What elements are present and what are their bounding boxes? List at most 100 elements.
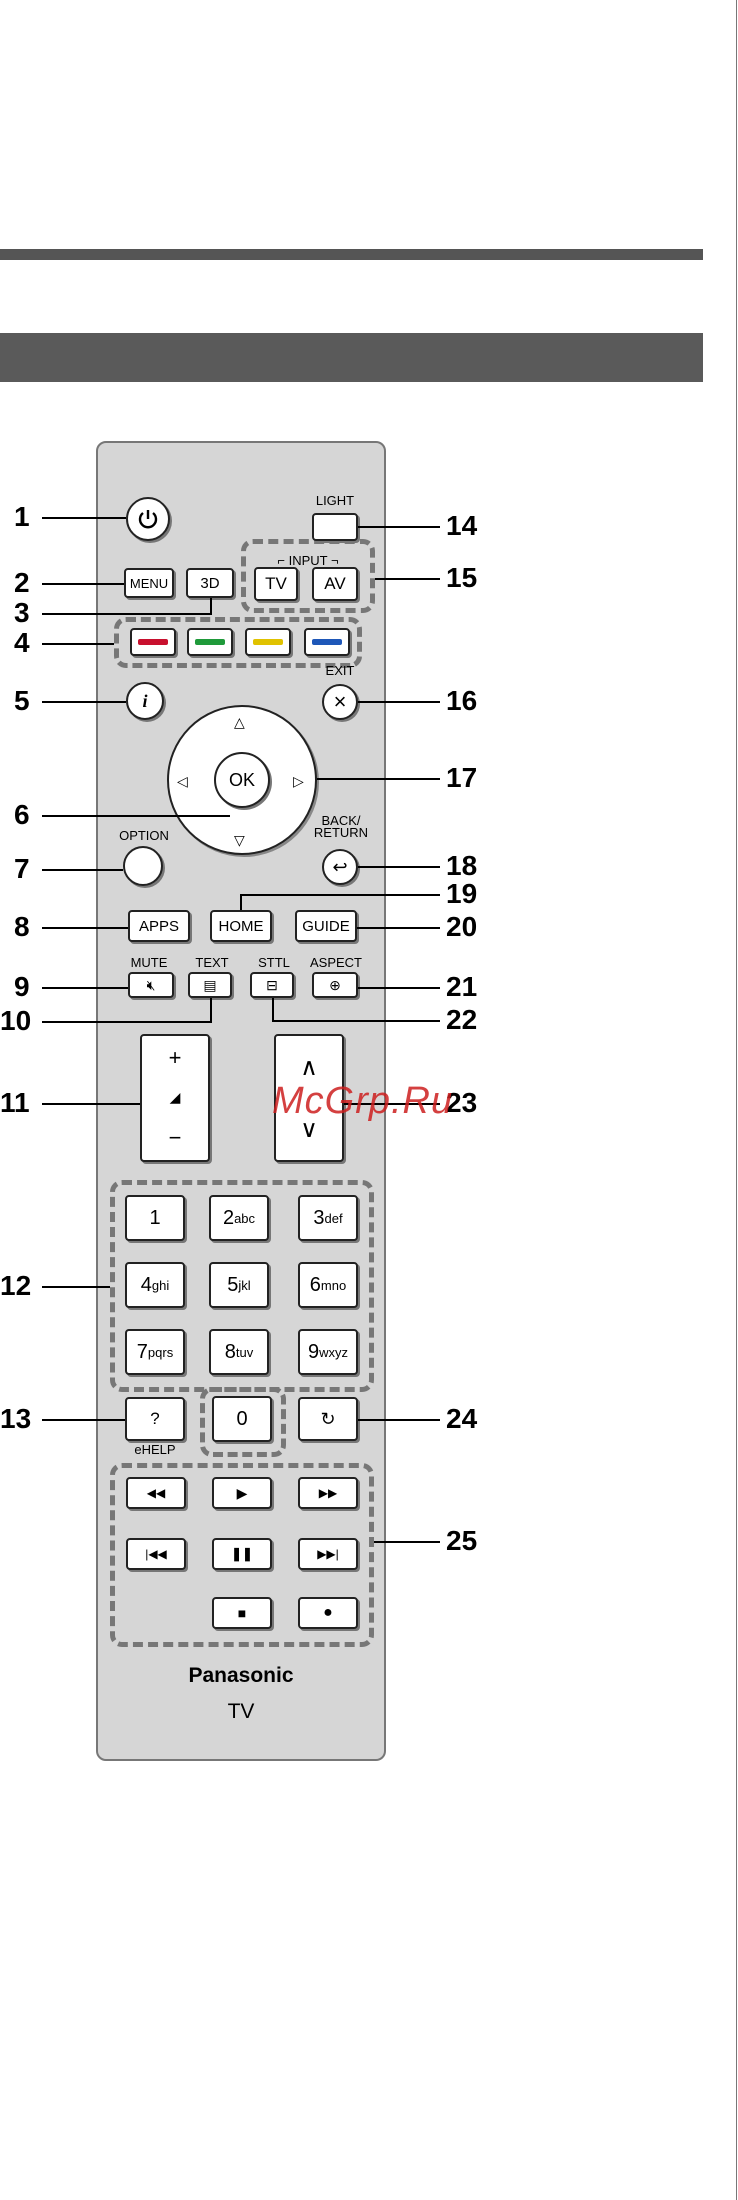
down-arrow-button[interactable]: ▽ (234, 832, 245, 848)
leader-5 (42, 701, 126, 703)
sttl-button[interactable]: ⊟ (250, 972, 294, 998)
green-button[interactable] (187, 628, 233, 656)
digit-letters: jkl (238, 1277, 251, 1293)
return-icon: ↩ (332, 856, 348, 877)
leader-20 (357, 927, 440, 929)
tv-input-button[interactable]: TV (254, 567, 298, 601)
callout-13: 13 (0, 1403, 32, 1434)
aspect-button[interactable]: ⊕ (312, 972, 358, 998)
back-return-button[interactable]: ↩ (322, 849, 358, 885)
callout-19: 19 (446, 878, 478, 909)
leader-14 (358, 526, 440, 528)
leader-10-riser (210, 998, 212, 1022)
left-arrow-button[interactable]: ◁ (177, 773, 188, 789)
callout-22: 22 (446, 1004, 478, 1035)
leader-11 (42, 1103, 140, 1105)
help-button[interactable]: ? (125, 1397, 185, 1441)
blue-button[interactable] (304, 628, 350, 656)
leader-12 (42, 1286, 110, 1288)
menu-button[interactable]: MENU (124, 568, 174, 598)
record-icon: ● (323, 1604, 333, 1621)
callout-8: 8 (14, 911, 30, 942)
callout-10: 10 (0, 1005, 32, 1036)
3d-button[interactable]: 3D (186, 568, 234, 598)
fast-forward-button[interactable]: ▶▶ (298, 1477, 358, 1509)
volume-rocker[interactable]: + ◢ − (140, 1034, 210, 1162)
callout-4: 4 (14, 627, 30, 658)
playback-group (110, 1463, 374, 1647)
volume-down-icon[interactable]: − (168, 1124, 182, 1150)
record-button[interactable]: ● (298, 1597, 358, 1629)
red-button[interactable] (130, 628, 176, 656)
leader-13 (42, 1419, 125, 1421)
ok-button[interactable]: OK (214, 752, 270, 808)
leader-19-riser (240, 894, 242, 910)
leader-7 (42, 869, 123, 871)
leader-15 (375, 578, 440, 580)
yellow-button[interactable] (245, 628, 291, 656)
color-buttons-group (114, 617, 362, 668)
callout-20: 20 (446, 911, 478, 942)
digit-label: 2 (222, 1206, 235, 1229)
play-button[interactable]: ▶ (212, 1477, 272, 1509)
stop-button[interactable]: ■ (212, 1597, 272, 1629)
digit-label: 9 (307, 1340, 320, 1363)
mute-label: MUTE (130, 955, 168, 970)
right-arrow-button[interactable]: ▷ (293, 773, 304, 789)
green-bar (195, 639, 225, 645)
skip-previous-icon: |◀◀ (145, 1547, 167, 1561)
leader-10 (42, 1021, 212, 1023)
leader-16 (358, 701, 440, 703)
stop-icon: ■ (237, 1605, 247, 1621)
callout-3: 3 (14, 597, 30, 628)
sttl-label: STTL (258, 955, 290, 970)
text-button[interactable]: ▤ (188, 972, 232, 998)
last-view-button[interactable]: ↻ (298, 1397, 358, 1441)
exit-button[interactable]: × (322, 684, 358, 720)
callout-18: 18 (446, 850, 478, 881)
volume-up-icon[interactable]: + (168, 1045, 182, 1071)
channel-down-icon[interactable]: ∨ (300, 1115, 318, 1143)
digit-label: 4 (140, 1273, 152, 1296)
leader-22 (272, 1020, 440, 1022)
digit-1-button[interactable]: 1 (125, 1195, 185, 1241)
digit-letters: tuv (235, 1344, 254, 1360)
digit-letters: def (324, 1210, 343, 1226)
power-button[interactable] (126, 497, 170, 541)
leader-2 (42, 583, 124, 585)
channel-up-icon[interactable]: ∧ (300, 1053, 318, 1081)
rewind-button[interactable]: ◀◀ (126, 1477, 186, 1509)
up-arrow-button[interactable]: △ (234, 714, 245, 730)
red-bar (138, 639, 168, 645)
option-button[interactable] (123, 846, 163, 886)
callout-16: 16 (446, 685, 478, 716)
input-group (241, 539, 375, 613)
av-input-button[interactable]: AV (312, 567, 358, 601)
digit-0-button[interactable]: 0 (212, 1396, 272, 1442)
skip-next-button[interactable]: ▶▶| (298, 1538, 358, 1570)
model-label: TV (227, 1700, 255, 1723)
text-label: TEXT (195, 955, 229, 970)
guide-button[interactable]: GUIDE (295, 910, 357, 942)
leader-22-riser (272, 998, 274, 1021)
skip-previous-button[interactable]: |◀◀ (126, 1538, 186, 1570)
leader-17 (317, 778, 440, 780)
callout-14: 14 (446, 510, 478, 541)
pause-button[interactable]: ❚❚ (212, 1538, 272, 1570)
apps-button[interactable]: APPS (128, 910, 190, 942)
light-button[interactable] (312, 513, 358, 541)
mute-button[interactable]: 🔇︎ (128, 972, 174, 998)
leader-3 (42, 613, 212, 615)
home-button[interactable]: HOME (210, 910, 272, 942)
leader-25 (374, 1541, 440, 1543)
info-button[interactable]: i (126, 682, 164, 720)
channel-rocker[interactable]: ∧ ∨ (274, 1034, 344, 1162)
